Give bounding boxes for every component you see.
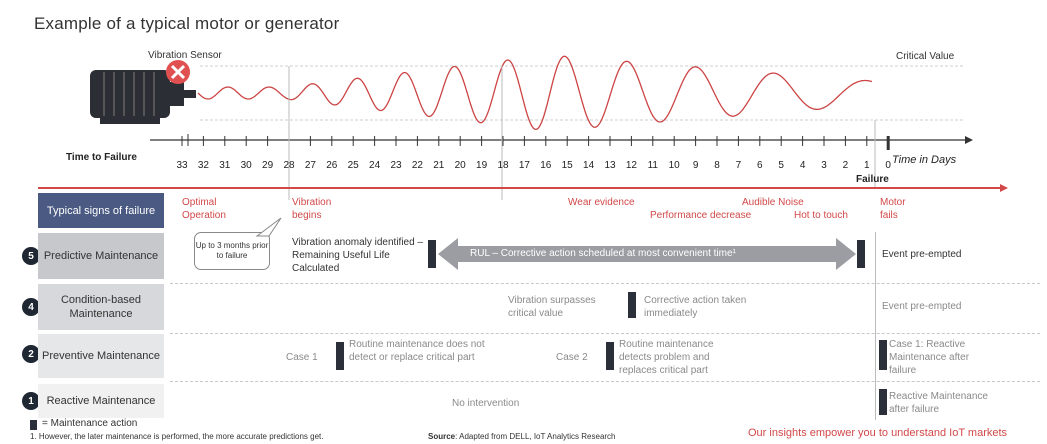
timeline-tick-label: 16 — [540, 160, 552, 171]
source-note: Source: Adapted from DELL, IoT Analytics… — [428, 432, 616, 441]
condition-based-maintenance-label: Condition-based Maintenance — [38, 284, 164, 330]
timeline-tick-label: 25 — [347, 160, 359, 171]
sign-performance: Performance decrease — [650, 210, 752, 221]
vibration-wave-chart — [38, 55, 1008, 200]
vibration-sensor-label: Vibration Sensor — [148, 50, 222, 61]
anomaly-text: Vibration anomaly identified – Remaining… — [292, 237, 424, 274]
corrective-text: Corrective action taken immediately — [644, 295, 747, 319]
footnote: 1. However, the later maintenance is per… — [30, 432, 324, 441]
signs-header: Typical signs of failure — [38, 193, 164, 228]
time-to-failure-label: Time to Failure — [66, 152, 137, 163]
timeline-tick-label: 5 — [778, 160, 784, 171]
callout-up-to-3-months: Up to 3 months prior to failure — [194, 232, 270, 270]
case1-label: Case 1 — [286, 352, 318, 363]
row-divider-3 — [170, 381, 1040, 382]
row-number-5: 5 — [22, 247, 40, 265]
timeline-tick-label: 32 — [197, 160, 209, 171]
signs-arrow-head — [1000, 184, 1008, 192]
sign-hot: Hot to touch — [794, 210, 848, 221]
row-number-1: 1 — [22, 392, 40, 410]
no-intervention-text: No intervention — [452, 398, 520, 409]
timeline-tick-label: 33 — [176, 160, 188, 171]
predictive-end: Event pre-empted — [882, 249, 962, 260]
case1-text: Routine maintenance does not detect or r… — [349, 339, 485, 363]
timeline-tick-label: 1 — [864, 160, 870, 171]
motor-icon — [90, 70, 196, 124]
maintenance-action-marker — [628, 292, 636, 318]
timeline-tick-label: 12 — [625, 160, 637, 171]
timeline-tick-label: 6 — [757, 160, 763, 171]
failure-label: Failure — [856, 174, 889, 185]
timeline-tick-label: 20 — [454, 160, 466, 171]
timeline-tick-label: 23 — [390, 160, 402, 171]
timeline-tick-label: 22 — [411, 160, 423, 171]
maintenance-action-marker — [336, 342, 344, 370]
timeline-tick-label: 2 — [842, 160, 849, 171]
time-in-days-label: Time in Days — [892, 154, 957, 166]
timeline-tick-label: 10 — [668, 160, 680, 171]
case2-label: Case 2 — [556, 352, 588, 363]
row-divider-2 — [170, 333, 1040, 334]
failure-column-divider — [875, 232, 876, 420]
maintenance-action-marker — [879, 389, 887, 415]
source-label: Source — [428, 432, 456, 441]
reactive-maintenance-label: Reactive Maintenance — [38, 384, 164, 418]
sign-wear: Wear evidence — [568, 197, 635, 208]
critical-value-label: Critical Value — [896, 51, 955, 62]
timeline-tick-label: 28 — [283, 160, 295, 171]
source-text: : Adapted from DELL, IoT Analytics Resea… — [455, 432, 616, 441]
timeline-tick-label: 15 — [561, 160, 573, 171]
timeline-tick-label: 26 — [326, 160, 338, 171]
sign-motor-fails: Motor fails — [880, 197, 906, 221]
rul-text: RUL – Corrective action scheduled at mos… — [470, 248, 736, 259]
preventive-maintenance-label: Preventive Maintenance — [38, 334, 164, 378]
row-divider-1 — [170, 283, 1040, 284]
timeline-tick-label: 24 — [369, 160, 381, 171]
vibration-sensor-icon — [166, 60, 190, 84]
surpass-text: Vibration surpasses critical value — [508, 295, 596, 319]
timeline-arrow — [965, 136, 973, 144]
timeline-tick-label: 31 — [219, 160, 231, 171]
page-title: Example of a typical motor or generator — [34, 14, 340, 33]
timeline-tick-label: 27 — [304, 160, 316, 171]
timeline-tick-label: 19 — [476, 160, 488, 171]
timeline-tick-label: 0 — [885, 160, 891, 171]
predictive-maintenance-label: Predictive Maintenance — [38, 233, 164, 279]
timeline-tick-label: 9 — [692, 160, 699, 171]
timeline-tick-label: 21 — [433, 160, 445, 171]
preventive-end: Case 1: Reactive Maintenance after failu… — [889, 339, 970, 376]
sign-audible: Audible Noise — [742, 197, 804, 208]
vibration-wave — [197, 55, 873, 131]
legend-text: = Maintenance action — [42, 418, 138, 429]
timeline-ticks — [181, 134, 890, 150]
timeline-tick-label: 11 — [647, 160, 658, 171]
timeline-tick-label: 4 — [799, 160, 806, 171]
insights-tagline: Our insights empower you to understand I… — [748, 427, 1008, 439]
timeline-tick-label: 18 — [497, 160, 509, 171]
condition-end: Event pre-empted — [882, 301, 962, 312]
timeline-tick-label: 8 — [714, 160, 720, 171]
sign-optimal: Optimal Operation — [182, 197, 226, 221]
case2-text: Routine maintenance detects problem and … — [619, 339, 714, 376]
maintenance-action-marker — [879, 340, 887, 370]
timeline-tick-label: 30 — [240, 160, 252, 171]
reactive-end: Reactive Maintenance after failure — [889, 391, 988, 415]
timeline-tick-label: 29 — [262, 160, 274, 171]
maintenance-action-marker — [428, 240, 436, 268]
callout-pointer — [255, 217, 282, 237]
timeline-tick-label: 13 — [604, 160, 616, 171]
timeline-tick-label: 17 — [518, 160, 530, 171]
timeline-tick-label: 7 — [735, 160, 742, 171]
maintenance-action-marker — [857, 240, 865, 268]
sign-vibration: Vibration begins — [292, 197, 332, 221]
legend-marker-icon — [30, 420, 37, 430]
row-number-2: 2 — [22, 345, 40, 363]
row-number-4: 4 — [22, 298, 40, 316]
maintenance-action-marker — [606, 342, 614, 370]
timeline-tick-label: 14 — [583, 160, 595, 171]
rul-arrow — [438, 238, 856, 270]
timeline-tick-label: 3 — [821, 160, 827, 171]
